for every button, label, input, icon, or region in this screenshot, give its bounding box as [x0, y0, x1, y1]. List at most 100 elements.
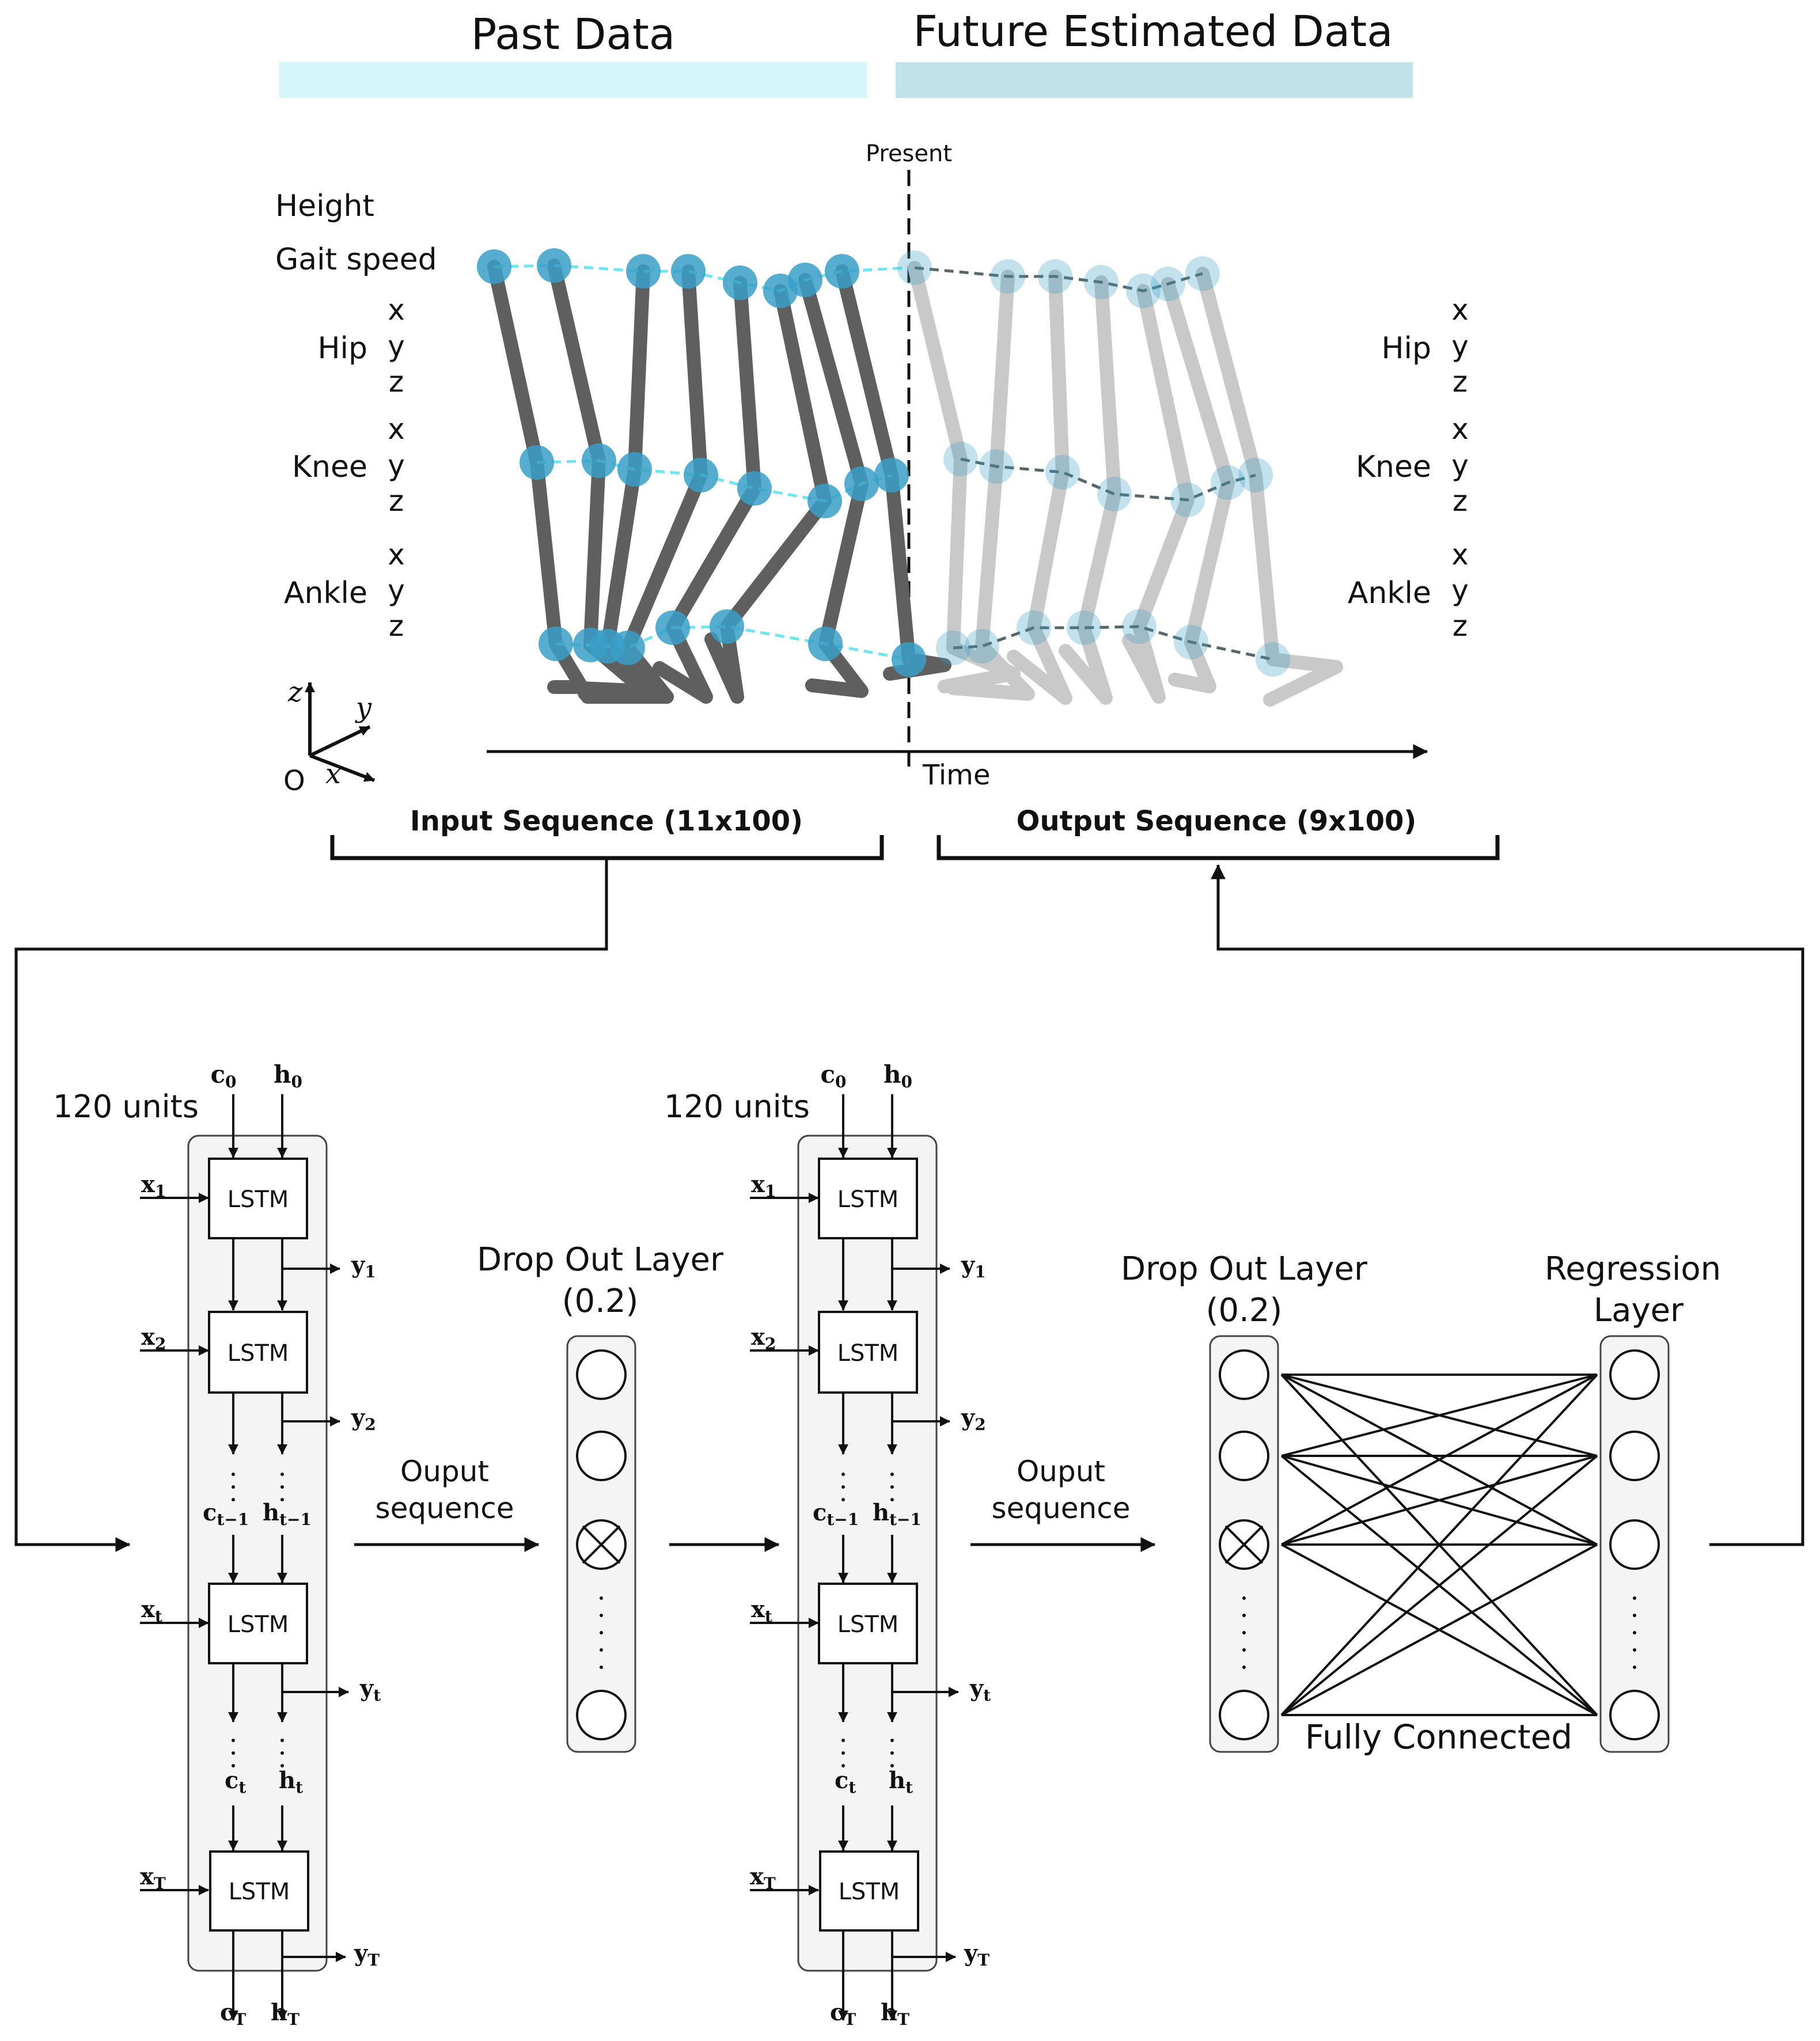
dot [1242, 1666, 1246, 1669]
neuron [1609, 1690, 1660, 1740]
ellipsis [600, 1596, 603, 1669]
input-label: x1 [751, 1171, 776, 1201]
joint [936, 631, 970, 665]
lstm-cell-label: LSTM [227, 1340, 289, 1367]
future-ankle-trail [953, 625, 1273, 661]
dropout-label: Drop Out Layer(0.2) [477, 1241, 724, 1320]
lstm-cells: LSTM LSTM LSTM LSTM [208, 1158, 309, 1932]
output-label: yT [354, 1940, 380, 1970]
ankle-y-r: y [1451, 574, 1469, 607]
joint [874, 458, 909, 492]
dropout-layer-2: Drop Out Layer(0.2) [1121, 1250, 1368, 1753]
knee-y: y [388, 449, 405, 482]
dot [841, 1473, 845, 1476]
output-bracket [936, 835, 1500, 860]
joint [1256, 642, 1290, 677]
z-axis-label: z [287, 676, 303, 708]
dot [280, 1751, 284, 1755]
joint [844, 466, 879, 501]
dot [232, 1473, 235, 1476]
knee-label-left: Knee [292, 450, 367, 484]
hip-x: x [388, 293, 405, 327]
edge [1280, 1374, 1598, 1716]
future-data-label: Future Estimated Data [913, 7, 1393, 56]
cT-label: cT [220, 1999, 246, 2029]
joint [611, 631, 645, 665]
dot [280, 1764, 284, 1767]
neuron [1219, 1349, 1269, 1400]
output-label: y2 [961, 1404, 986, 1434]
hT-label: hT [881, 1999, 909, 2029]
lstm-labels: x1 x2 xt xT y1 y2 yt yT ct−1 ht−1 ct ht … [140, 1171, 381, 2029]
lstm-dots [232, 1473, 284, 1767]
lstm-cell-label: LSTM [837, 1611, 899, 1638]
hip-z-r: z [1453, 365, 1468, 399]
joint [737, 471, 772, 506]
dot [280, 1485, 284, 1489]
lstm-cell-label: LSTM [837, 1340, 899, 1367]
lstm-cell-t [818, 1583, 918, 1664]
ankle-label-right: Ankle [1348, 576, 1431, 610]
neuron [1609, 1431, 1660, 1481]
lstm-block-2: 120 units c0 h0 [664, 1060, 991, 2029]
joint [897, 251, 932, 285]
dot [1242, 1614, 1246, 1617]
time-label: Time [922, 759, 990, 791]
lstm-cell-2 [818, 1311, 918, 1394]
lstm-arrows [140, 1094, 349, 2021]
dot [600, 1631, 603, 1634]
dot [890, 1739, 894, 1742]
joint [1170, 483, 1205, 517]
past-joints [477, 248, 926, 677]
dot [232, 1485, 235, 1489]
ht-label: ht [279, 1767, 303, 1797]
lstm-cell-t [208, 1583, 308, 1664]
edge [1281, 1374, 1598, 1546]
future-leg-2 [946, 270, 1035, 701]
joint [655, 610, 690, 645]
neuron [1219, 1690, 1269, 1740]
hip-z: z [389, 365, 404, 399]
dot [232, 1498, 235, 1501]
dot [280, 1739, 284, 1742]
c-prev-label: ct−1 [203, 1499, 249, 1529]
header: Past Data Future Estimated Data [279, 7, 1413, 98]
present-label: Present [866, 141, 952, 167]
lstm-cells: LSTM LSTM LSTM LSTM [818, 1158, 919, 1932]
joint [1038, 259, 1072, 294]
future-knee-trail [960, 457, 1256, 502]
output-connector [1211, 864, 1804, 1546]
dot [1633, 1614, 1636, 1617]
lstm-cell-label: LSTM [229, 1879, 290, 1905]
knee-z: z [389, 484, 404, 518]
knee-label-right: Knee [1356, 450, 1431, 484]
hip-y-r: y [1451, 329, 1469, 363]
joint [943, 442, 978, 476]
future-joints [897, 251, 1290, 677]
output-label: yt [359, 1675, 381, 1705]
future-leg-7 [1196, 267, 1343, 707]
future-speed-trail [914, 266, 1203, 293]
dot [841, 1751, 845, 1755]
hip-x-r: x [1451, 293, 1469, 327]
future-leg-4 [1059, 275, 1121, 705]
joint [520, 445, 554, 480]
future-data-bar [896, 62, 1413, 98]
edge [1281, 1543, 1598, 1716]
input-label: xT [750, 1863, 776, 1893]
output-label: yT [964, 1940, 989, 1970]
output-sequence-label: Output Sequence (9x100) [1017, 805, 1417, 837]
gait-plot: Present Height Gait speed Hip Knee Ankle… [275, 141, 1469, 797]
dot [1242, 1648, 1246, 1652]
joint [788, 263, 822, 297]
output-label: y2 [351, 1404, 376, 1434]
ct-label: ct [225, 1767, 246, 1797]
future-leg-5 [1122, 284, 1195, 704]
joint [582, 443, 616, 478]
edge [1281, 1374, 1598, 1457]
joint [539, 627, 573, 661]
hip-label-right: Hip [1381, 331, 1431, 366]
neuron [576, 1690, 627, 1740]
